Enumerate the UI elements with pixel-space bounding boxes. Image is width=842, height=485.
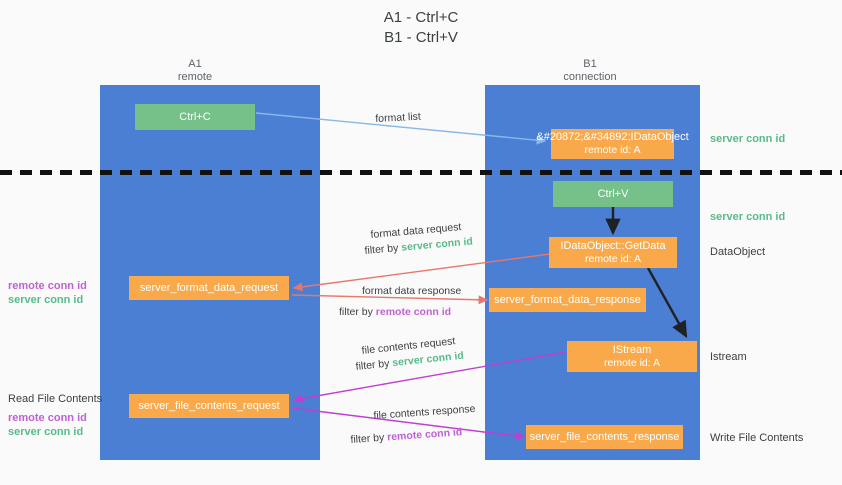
arrow-file-contents-response <box>291 407 526 441</box>
edge-label-format-data-response-filter: filter by remote conn id <box>339 305 451 320</box>
annotation-dataobject: DataObject <box>710 246 766 258</box>
left-pair-2-server: server conn id <box>8 426 84 438</box>
arrow-format-list <box>255 112 547 145</box>
box-sfcres-label: server_file_contents_response <box>529 430 680 443</box>
lane-b1-name: B1 <box>583 58 597 70</box>
left-pair-1-server: server conn id <box>8 294 84 306</box>
annotation-server-conn-id-top: server conn id <box>710 133 786 145</box>
fcres-filter-value: remote conn id <box>386 426 463 444</box>
box-server-file-contents-request[interactable]: server_file_contents_request <box>129 394 289 418</box>
fdr-filter-prefix: filter by <box>364 241 402 257</box>
box-istream[interactable]: IStream remote id: A <box>567 341 697 372</box>
box-server-format-data-request[interactable]: server_format_data_request <box>129 276 289 300</box>
box-idataobject-line1: &#20872;&#34892;IDataObject <box>536 131 689 143</box>
box-server-file-contents-response[interactable]: server_file_contents_response <box>526 425 683 449</box>
box-ctrl-c-label: Ctrl+C <box>179 110 211 123</box>
box-getdata-line2: remote id: A <box>584 252 642 265</box>
box-istream-line1: IStream <box>612 343 652 356</box>
phase-divider <box>0 170 842 175</box>
arrow-format-data-response <box>291 294 489 305</box>
arrow-getdata-to-istream <box>646 267 688 339</box>
fdres-filter-value: remote conn id <box>375 306 452 318</box>
box-idataobject-line2: remote id: A <box>584 144 641 156</box>
box-sfdres-label: server_format_data_response <box>494 293 641 306</box>
lane-a1-sub: remote <box>177 71 213 83</box>
box-ctrl-c[interactable]: Ctrl+C <box>135 104 255 130</box>
box-idataobject-getdata[interactable]: IDataObject::GetData remote id: A <box>549 237 677 268</box>
box-ctrl-v[interactable]: Ctrl+V <box>553 181 673 207</box>
annotation-read-file-contents: Read File Contents <box>8 393 103 405</box>
lane-a1-name: A1 <box>188 58 202 70</box>
annotation-left-conn-pair-2: remote conn id server conn id <box>8 411 87 439</box>
annotation-istream: Istream <box>710 351 747 363</box>
left-pair-1-remote: remote conn id <box>8 280 87 292</box>
box-sfdreq-label: server_format_data_request <box>139 281 279 294</box>
annotation-server-conn-id-second: server conn id <box>710 211 786 223</box>
fcr-filter-prefix: filter by <box>355 357 393 373</box>
arrow-format-data-request <box>292 253 551 292</box>
annotation-write-file-contents: Write File Contents <box>710 432 804 444</box>
box-istream-line2: remote id: A <box>603 356 661 369</box>
edge-label-format-list: format list <box>375 110 422 125</box>
lane-b1-sub: connection <box>563 71 617 83</box>
left-pair-2-remote: remote conn id <box>8 412 87 424</box>
box-getdata-line1: IDataObject::GetData <box>560 239 666 252</box>
box-ctrl-v-label: Ctrl+V <box>597 187 629 200</box>
box-server-format-data-response[interactable]: server_format_data_response <box>489 288 646 312</box>
page-title: A1 - Ctrl+C B1 - Ctrl+V <box>383 9 459 46</box>
annotation-left-conn-pair-1: remote conn id server conn id <box>8 279 87 307</box>
box-sfcreq-label: server_file_contents_request <box>138 399 280 412</box>
arrow-file-contents-request <box>292 351 567 403</box>
edge-label-format-data-response: format data response <box>362 285 462 297</box>
fdres-filter-prefix: filter by <box>339 306 376 318</box>
fcres-filter-prefix: filter by <box>350 431 388 446</box>
box-idataobject[interactable]: &#20872;&#34892;IDataObject remote id: A <box>536 129 689 159</box>
